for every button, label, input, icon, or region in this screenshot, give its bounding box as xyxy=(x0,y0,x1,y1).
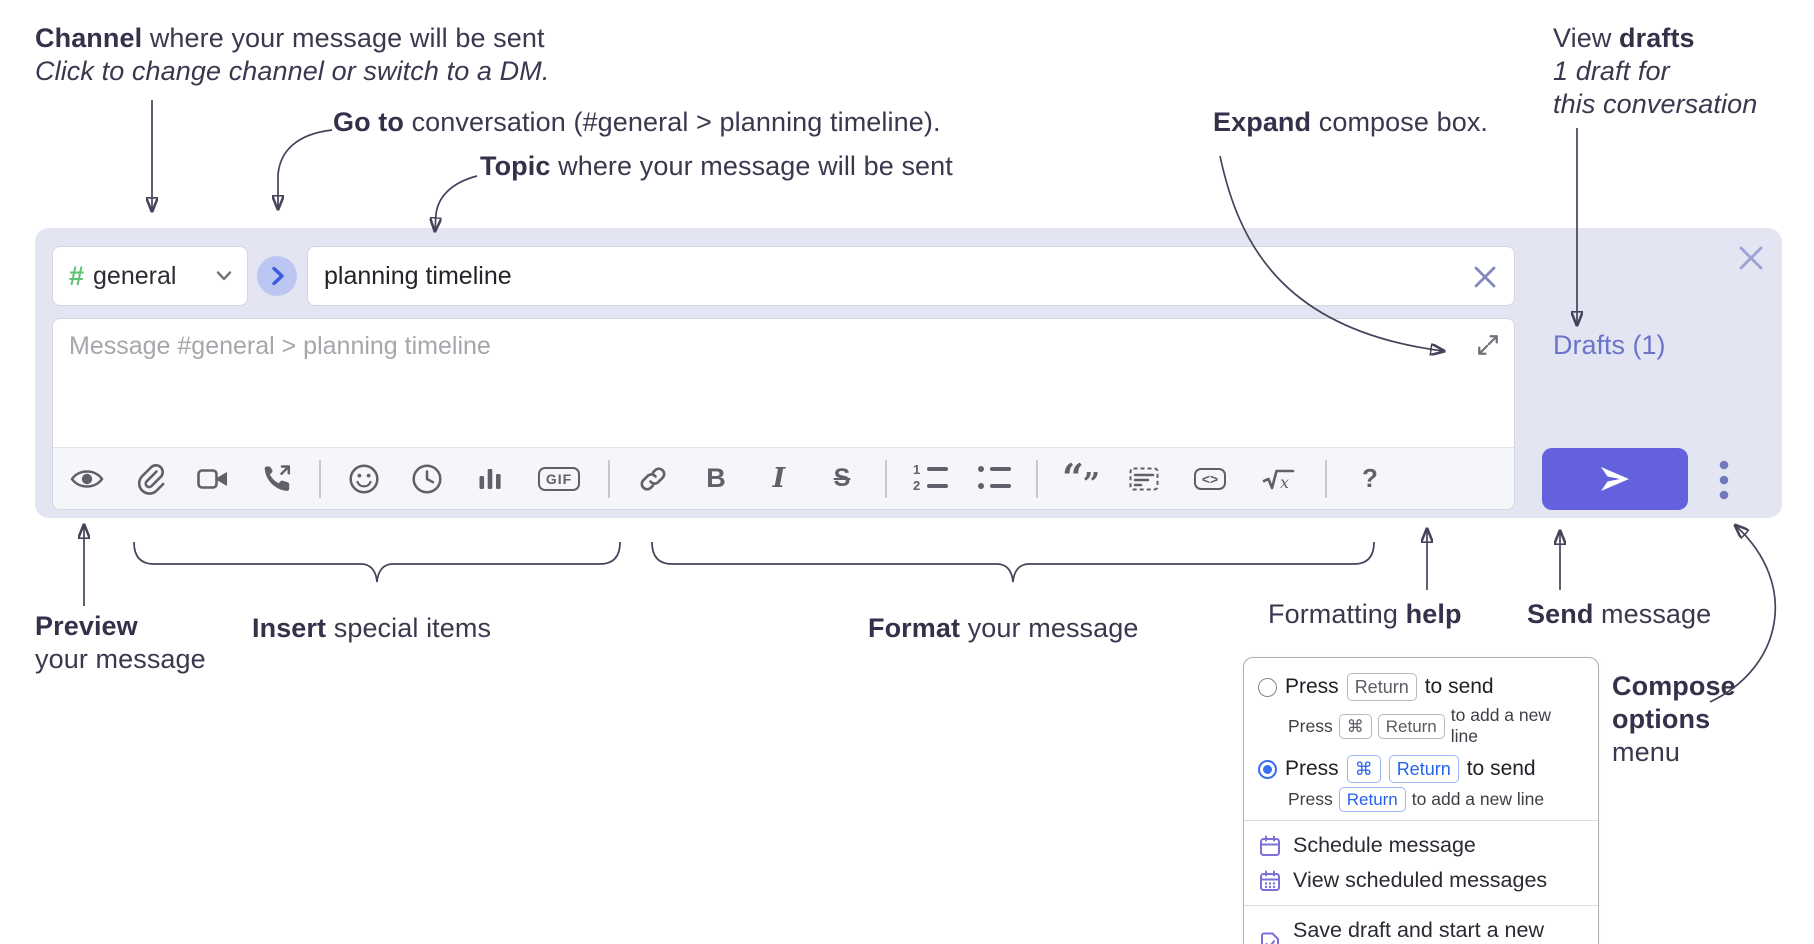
chevron-down-icon xyxy=(216,271,232,281)
goto-annotation: Go to conversation (#general > planning … xyxy=(333,107,941,137)
cmd-key: ⌘ xyxy=(1346,755,1381,783)
radio-selected-icon[interactable] xyxy=(1258,759,1277,779)
channel-name: general xyxy=(93,261,177,290)
time-clock-icon[interactable] xyxy=(407,456,447,502)
format-annotation: Format your message xyxy=(868,613,1139,643)
italic-icon[interactable]: I xyxy=(772,463,786,494)
channel-selector[interactable]: # general xyxy=(52,246,248,306)
format-brace xyxy=(651,541,1375,583)
compose-options-annotation: Compose options menu xyxy=(1612,671,1736,767)
expand-compose-icon[interactable] xyxy=(1474,331,1502,359)
topic-arrow xyxy=(435,175,478,230)
audio-call-icon[interactable] xyxy=(256,456,296,502)
calendar-scheduled-icon xyxy=(1260,870,1280,891)
math-icon[interactable]: x xyxy=(1256,456,1302,502)
formatting-help-annotation: Formatting help xyxy=(1268,599,1462,629)
quote-icon[interactable]: “ ” xyxy=(1062,454,1100,502)
channel-annotation-rest: where your message will be sent xyxy=(142,23,545,53)
return-key: Return xyxy=(1377,713,1445,739)
insert-annotation: Insert special items xyxy=(252,613,492,643)
message-input[interactable] xyxy=(53,319,1514,447)
close-compose-icon[interactable] xyxy=(1733,240,1769,276)
return-key: Return xyxy=(1346,673,1417,701)
toolbar-separator xyxy=(1325,459,1327,498)
strikethrough-icon[interactable]: S xyxy=(833,464,851,492)
poll-chart-icon[interactable] xyxy=(470,456,510,502)
spoiler-icon[interactable] xyxy=(1124,456,1164,502)
channel-annotation-bold: Channel xyxy=(35,23,143,53)
topic-annotation: Topic where your message will be sent xyxy=(480,151,953,181)
compose-box: # general xyxy=(35,228,1782,518)
topic-input-box xyxy=(307,246,1515,306)
send-button[interactable] xyxy=(1542,448,1688,510)
send-on-cmd-return-option[interactable]: Press ⌘ Return to send xyxy=(1258,755,1582,783)
preview-eye-icon[interactable] xyxy=(67,456,107,502)
insert-brace xyxy=(133,541,621,583)
send-icon xyxy=(1601,467,1629,491)
go-to-conversation-button[interactable] xyxy=(257,256,297,296)
toolbar-separator xyxy=(885,459,887,498)
clear-topic-icon[interactable] xyxy=(1470,262,1500,292)
formatting-help-icon[interactable]: ? xyxy=(1362,463,1378,493)
svg-text:x: x xyxy=(1280,473,1289,492)
bulleted-list-icon[interactable] xyxy=(973,456,1013,502)
save-draft-icon xyxy=(1261,932,1279,944)
vertical-ellipsis-icon xyxy=(1719,460,1729,500)
send-on-return-option[interactable]: Press Return to send xyxy=(1258,673,1582,701)
cmd-key: ⌘ xyxy=(1338,713,1372,739)
attach-paperclip-icon[interactable] xyxy=(130,456,170,502)
send-on-return-subtext: Press ⌘ Return to add a new line xyxy=(1288,705,1551,746)
send-annotation: Send message xyxy=(1527,599,1712,629)
toolbar-separator xyxy=(608,459,610,498)
emoji-smiley-icon[interactable] xyxy=(344,456,384,502)
channel-annotation-sub: Click to change channel or switch to a D… xyxy=(35,56,550,86)
toolbar-separator xyxy=(319,459,321,498)
expand-annotation: Expand compose box. xyxy=(1213,107,1489,137)
return-key: Return xyxy=(1338,787,1406,812)
bold-icon[interactable]: B xyxy=(706,463,726,493)
send-on-cmd-return-subtext: Press Return to add a new line xyxy=(1288,787,1582,812)
topic-input[interactable] xyxy=(308,247,1514,305)
goto-arrow xyxy=(278,129,333,208)
popup-divider xyxy=(1244,820,1598,821)
schedule-message-item[interactable]: Schedule message xyxy=(1258,828,1582,863)
view-drafts-annotation: View drafts 1 draft for this conversatio… xyxy=(1553,23,1758,119)
gif-icon[interactable]: GIF xyxy=(533,456,585,502)
drafts-link[interactable]: Drafts (1) xyxy=(1553,330,1666,360)
message-editor: GIF B I S 1 xyxy=(52,318,1515,510)
preview-annotation: Preview your message xyxy=(35,611,206,674)
return-key: Return xyxy=(1388,755,1459,783)
popup-divider xyxy=(1244,905,1598,906)
numbered-list-icon[interactable]: 1 2 xyxy=(910,456,950,502)
toolbar-separator xyxy=(1036,459,1038,498)
calendar-icon xyxy=(1260,835,1280,856)
compose-toolbar: GIF B I S 1 xyxy=(53,447,1514,509)
code-icon[interactable]: <> xyxy=(1187,456,1233,502)
compose-options-popup: Press Return to send Press ⌘ Return to a… xyxy=(1243,657,1599,944)
view-scheduled-messages-item[interactable]: View scheduled messages xyxy=(1258,863,1582,898)
channel-hash-icon: # xyxy=(69,260,85,291)
video-call-icon[interactable] xyxy=(193,456,233,502)
channel-annotation: Channel where your message will be sent … xyxy=(35,22,549,88)
chevron-right-icon xyxy=(272,266,284,286)
compose-options-button[interactable] xyxy=(1706,452,1742,508)
link-icon[interactable] xyxy=(633,456,673,502)
radio-unselected-icon[interactable] xyxy=(1258,677,1277,697)
save-draft-item[interactable]: Save draft and start a new message xyxy=(1258,913,1582,944)
